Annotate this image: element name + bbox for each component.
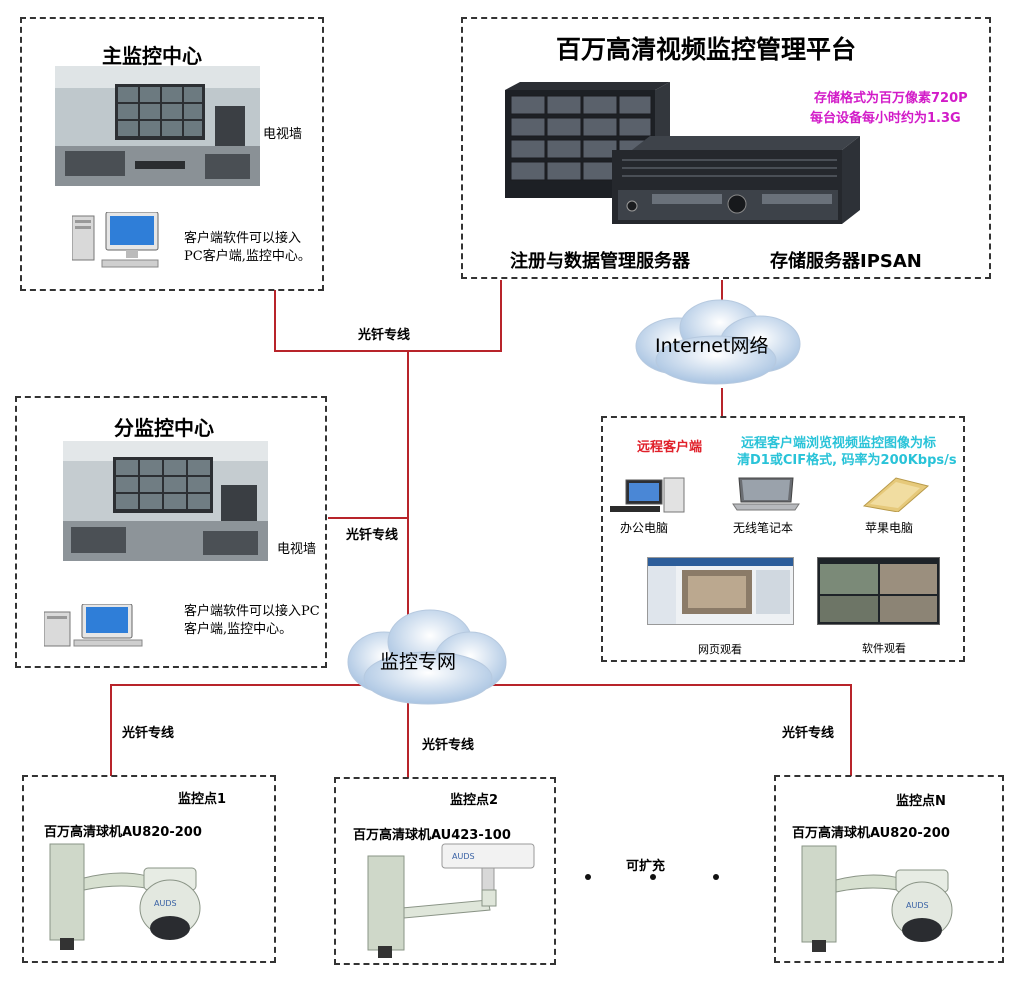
pointN-dome-camera: AUDS <box>796 840 971 960</box>
expand-dot-3 <box>713 874 719 880</box>
fiber-label-right: 光钎专线 <box>782 726 835 741</box>
point1-dome-camera: AUDS <box>44 838 219 958</box>
link-sub-center <box>328 517 409 519</box>
sub-center-pc-icon <box>44 604 144 648</box>
expandable-label: 可扩充 <box>626 859 666 874</box>
main-center-client-line1: 客户端软件可以接入 <box>184 231 302 246</box>
point1-camera-model: 百万高清球机AU820-200 <box>44 825 202 840</box>
sub-center-box <box>15 396 327 668</box>
remote-client-title: 远程客户端 <box>637 440 703 455</box>
point2-camera-model: 百万高清球机AU423-100 <box>353 828 511 843</box>
link-trunk <box>407 352 409 642</box>
point2-box-camera: AUDS <box>362 842 537 962</box>
link-server <box>500 280 502 352</box>
main-center-box <box>20 17 324 291</box>
device-office-pc-label: 办公电脑 <box>620 521 669 535</box>
internet-cloud <box>628 294 806 390</box>
view-software-label: 软件观看 <box>862 642 906 655</box>
point2-box <box>334 777 556 965</box>
sub-center-title: 分监控中心 <box>114 416 214 440</box>
point1-brand: AUDS <box>154 899 177 908</box>
fiber-label-mid: 光钎专线 <box>346 528 399 543</box>
laptop-icon <box>731 476 801 512</box>
pointN-brand: AUDS <box>906 901 929 910</box>
point2-name: 监控点2 <box>450 793 499 808</box>
point1-name: 监控点1 <box>178 792 227 807</box>
platform-note-line2: 每台设备每小时约为1.3G <box>810 111 961 126</box>
private-network-label: 监控专网 <box>380 651 457 673</box>
pointN-camera-model: 百万高清球机AU820-200 <box>792 826 950 841</box>
pointN-name: 监控点N <box>896 794 946 809</box>
link-point1 <box>110 684 112 776</box>
office-pc-icon <box>606 474 688 514</box>
remote-desc-line2: 清D1或CIF格式, 码率为200Kbps/s <box>737 453 957 468</box>
platform-box <box>461 17 991 279</box>
link-internet-bottom <box>721 388 723 416</box>
sub-center-tv-wall-label: 电视墙 <box>277 542 317 557</box>
remote-client-box <box>601 416 965 662</box>
main-center-pc-icon <box>72 212 164 270</box>
internet-label: Internet网络 <box>655 335 769 357</box>
main-center-title: 主监控中心 <box>102 44 202 68</box>
fiber-label-top: 光钎专线 <box>358 328 411 343</box>
link-point2 <box>407 700 409 778</box>
link-pointN <box>850 684 852 776</box>
web-view-screenshot <box>647 557 794 625</box>
link-main-center <box>274 290 276 352</box>
expand-dot-1 <box>585 874 591 880</box>
expand-dot-2 <box>650 874 656 880</box>
remote-desc-line1: 远程客户端浏览视频监控图像为标 <box>741 436 937 451</box>
main-center-tv-wall-label: 电视墙 <box>263 127 303 142</box>
point2-brand: AUDS <box>452 852 475 861</box>
sub-center-client-line2: 客户端,监控中心。 <box>184 622 293 637</box>
link-internet-top <box>721 280 723 300</box>
server1-label: 注册与数据管理服务器 <box>510 251 690 272</box>
fiber-label-center: 光钎专线 <box>422 738 475 753</box>
sub-center-client-line1: 客户端软件可以接入PC <box>184 604 320 619</box>
data-server-image <box>612 132 864 232</box>
platform-title: 百万高清视频监控管理平台 <box>556 35 857 64</box>
main-center-client-line2: PC客户端,监控中心。 <box>184 249 311 264</box>
apple-computer-icon <box>858 476 930 512</box>
pointN-box <box>774 775 1004 963</box>
private-network-cloud <box>344 604 508 708</box>
server2-label: 存储服务器IPSAN <box>770 251 922 272</box>
software-view-screenshot <box>817 557 940 625</box>
view-web-label: 网页观看 <box>698 643 742 656</box>
device-apple-label: 苹果电脑 <box>865 521 914 535</box>
main-center-tv-wall-photo <box>55 66 260 186</box>
platform-note-line1: 存储格式为百万像素720P <box>814 91 968 106</box>
fiber-label-left: 光钎专线 <box>122 726 175 741</box>
link-top-horizontal <box>274 350 502 352</box>
point1-box <box>22 775 276 963</box>
device-laptop-label: 无线笔记本 <box>733 521 794 535</box>
sub-center-tv-wall-photo <box>63 441 268 561</box>
